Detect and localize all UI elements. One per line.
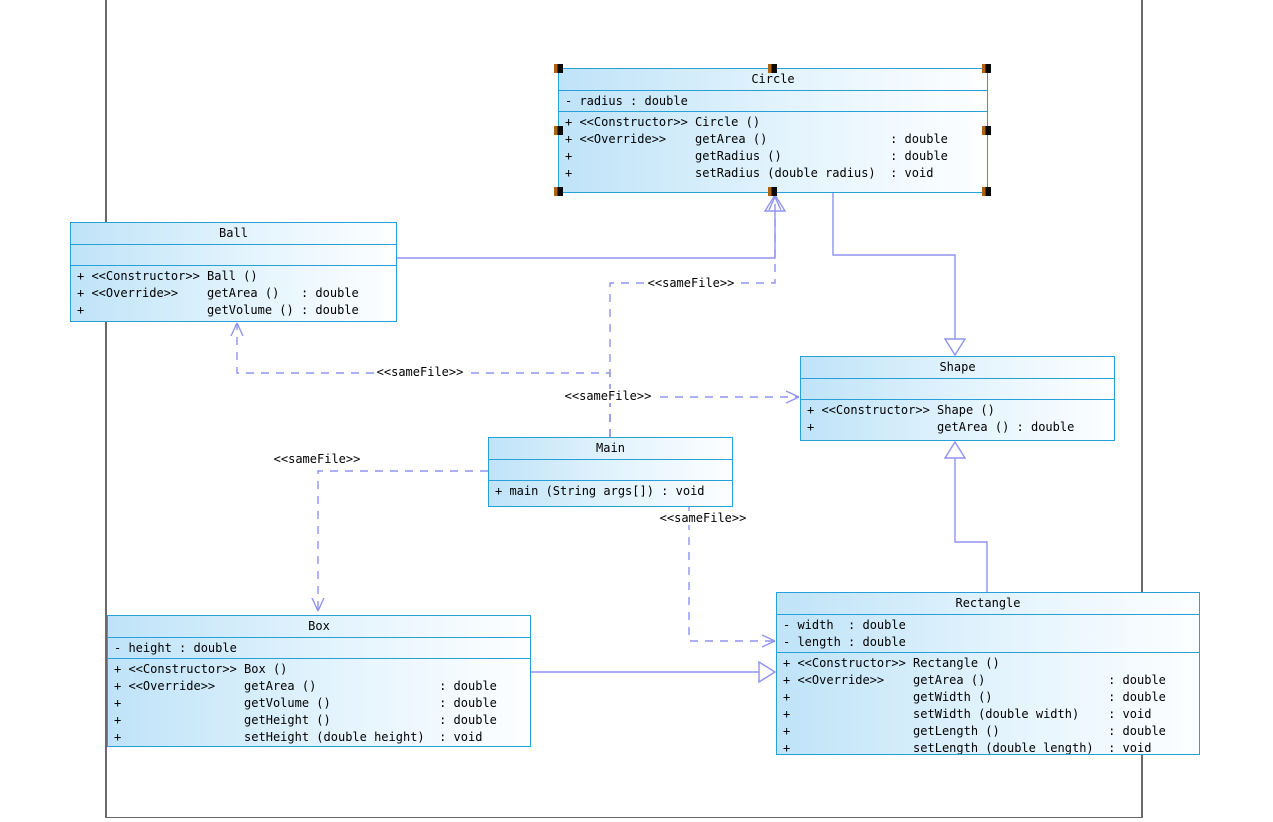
connector-line	[609, 197, 776, 437]
method-row: + <<Override>> getArea () : double	[783, 673, 1166, 687]
methods-compartment: + <<Constructor>> Ball () + <<Override>> …	[71, 266, 396, 321]
method-row: + <<Override>> getArea () : double	[114, 679, 497, 693]
connector-line	[397, 211, 776, 259]
method-row: + setLength (double length) : void	[783, 741, 1152, 754]
selection-handle[interactable]	[554, 64, 563, 73]
class-title: Circle	[559, 69, 987, 91]
selection-handle[interactable]	[554, 187, 563, 196]
page-boundary-line-bottom	[105, 817, 1143, 818]
class-box-box[interactable]: Box - height : double + <<Constructor>> …	[107, 615, 531, 747]
methods-compartment: + <<Constructor>> Box () + <<Override>> g…	[108, 659, 530, 746]
connector-line	[832, 193, 956, 339]
open-arrowhead	[236, 322, 244, 337]
open-arrowhead	[317, 597, 325, 612]
connector-stereotype-label[interactable]: <<sameFile>>	[374, 365, 466, 379]
method-row: + getRadius () : double	[565, 149, 948, 163]
selection-handle[interactable]	[982, 125, 991, 135]
method-row: + getVolume () : double	[77, 303, 359, 317]
class-box-main[interactable]: Main + main (String args[]) : void	[488, 437, 733, 507]
open-arrowhead	[311, 597, 319, 612]
attributes-compartment: - height : double	[108, 638, 530, 659]
generalization-connector-circle-extends-shape[interactable]	[832, 193, 967, 357]
class-box-ball[interactable]: Ball + <<Constructor>> Ball () + <<Overri…	[70, 222, 397, 322]
dependency-connector-main-samefile-shape[interactable]	[609, 390, 800, 437]
methods-compartment: + <<Constructor>> Shape () + getArea () :…	[801, 400, 1114, 440]
hollow-triangle-arrowhead	[943, 440, 967, 459]
methods-compartment: + <<Constructor>> Rectangle () + <<Overri…	[777, 653, 1199, 754]
dependency-connector-main-samefile-circle[interactable]	[609, 196, 782, 437]
method-row: + getHeight () : double	[114, 713, 497, 727]
selection-handle[interactable]	[768, 187, 777, 196]
open-arrowhead	[230, 322, 238, 337]
method-row: + <<Constructor>> Ball ()	[77, 269, 258, 283]
open-arrowhead	[774, 196, 782, 211]
attributes-compartment: - radius : double	[559, 91, 987, 112]
attribute-row: - height : double	[114, 641, 237, 655]
attributes-compartment	[71, 245, 396, 266]
method-row: + <<Constructor>> Circle ()	[565, 115, 761, 129]
page-boundary-line-left	[105, 0, 107, 818]
hollow-triangle-arrowhead	[943, 338, 967, 357]
method-row: + getArea () : double	[807, 420, 1075, 434]
connector-line	[688, 507, 775, 642]
open-arrowhead	[761, 634, 776, 642]
attributes-compartment: - width : double - length : double	[777, 615, 1199, 653]
method-row: + <<Constructor>> Box ()	[114, 662, 288, 676]
attribute-row: - width : double	[783, 618, 906, 632]
connector-stereotype-label[interactable]: <<sameFile>>	[562, 389, 654, 403]
dependency-connector-main-samefile-box[interactable]	[311, 470, 488, 612]
connector-line	[317, 470, 488, 611]
page-boundary-line-right	[1141, 0, 1143, 818]
selection-handle[interactable]	[982, 187, 991, 196]
open-arrowhead	[761, 640, 776, 648]
dependency-connector-main-samefile-ball[interactable]	[230, 322, 611, 437]
method-row: + <<Constructor>> Shape ()	[807, 403, 995, 417]
method-row: + setRadius (double radius) : void	[565, 166, 934, 180]
selection-handle[interactable]	[768, 64, 777, 73]
class-title: Ball	[71, 223, 396, 245]
attribute-row: - length : double	[783, 635, 906, 649]
selection-handle[interactable]	[982, 64, 991, 73]
attribute-row: - radius : double	[565, 94, 688, 108]
class-box-rectangle[interactable]: Rectangle - width : double - length : dou…	[776, 592, 1200, 755]
class-title: Main	[489, 438, 732, 460]
selection-handle[interactable]	[554, 125, 563, 135]
open-arrowhead	[785, 390, 800, 398]
attributes-compartment	[489, 460, 732, 481]
hollow-triangle-arrowhead	[758, 660, 777, 684]
generalization-connector-box-extends-rectangle[interactable]	[531, 660, 777, 684]
method-row: + setHeight (double height) : void	[114, 730, 483, 744]
class-title: Rectangle	[777, 593, 1199, 615]
class-box-shape[interactable]: Shape + <<Constructor>> Shape () + getAre…	[800, 356, 1115, 441]
connector-stereotype-label[interactable]: <<sameFile>>	[645, 276, 737, 290]
connector-line	[954, 458, 988, 592]
open-arrowhead	[768, 196, 776, 211]
open-arrowhead	[785, 396, 800, 404]
method-row: + <<Override>> getArea () : double	[77, 286, 359, 300]
method-row: + setWidth (double width) : void	[783, 707, 1152, 721]
dependency-connector-main-samefile-rectangle[interactable]	[688, 507, 776, 648]
methods-compartment: + main (String args[]) : void	[489, 481, 732, 506]
methods-compartment: + <<Constructor>> Circle () + <<Override>…	[559, 112, 987, 192]
method-row: + getVolume () : double	[114, 696, 497, 710]
connector-line	[236, 323, 611, 437]
method-row: + <<Override>> getArea () : double	[565, 132, 948, 146]
class-title: Shape	[801, 357, 1114, 379]
generalization-connector-ball-extends-circle[interactable]	[397, 193, 787, 259]
generalization-connector-rectangle-extends-shape[interactable]	[943, 440, 988, 592]
class-box-circle[interactable]: Circle - radius : double + <<Constructor…	[554, 64, 991, 196]
connector-line	[609, 396, 799, 437]
connector-stereotype-label[interactable]: <<sameFile>>	[657, 511, 749, 525]
attributes-compartment	[801, 379, 1114, 400]
connector-stereotype-label[interactable]: <<sameFile>>	[271, 452, 363, 466]
method-row: + <<Constructor>> Rectangle ()	[783, 656, 1000, 670]
method-row: + getLength () : double	[783, 724, 1166, 738]
method-row: + getWidth () : double	[783, 690, 1166, 704]
method-row: + main (String args[]) : void	[495, 484, 705, 498]
class-title: Box	[108, 616, 530, 638]
